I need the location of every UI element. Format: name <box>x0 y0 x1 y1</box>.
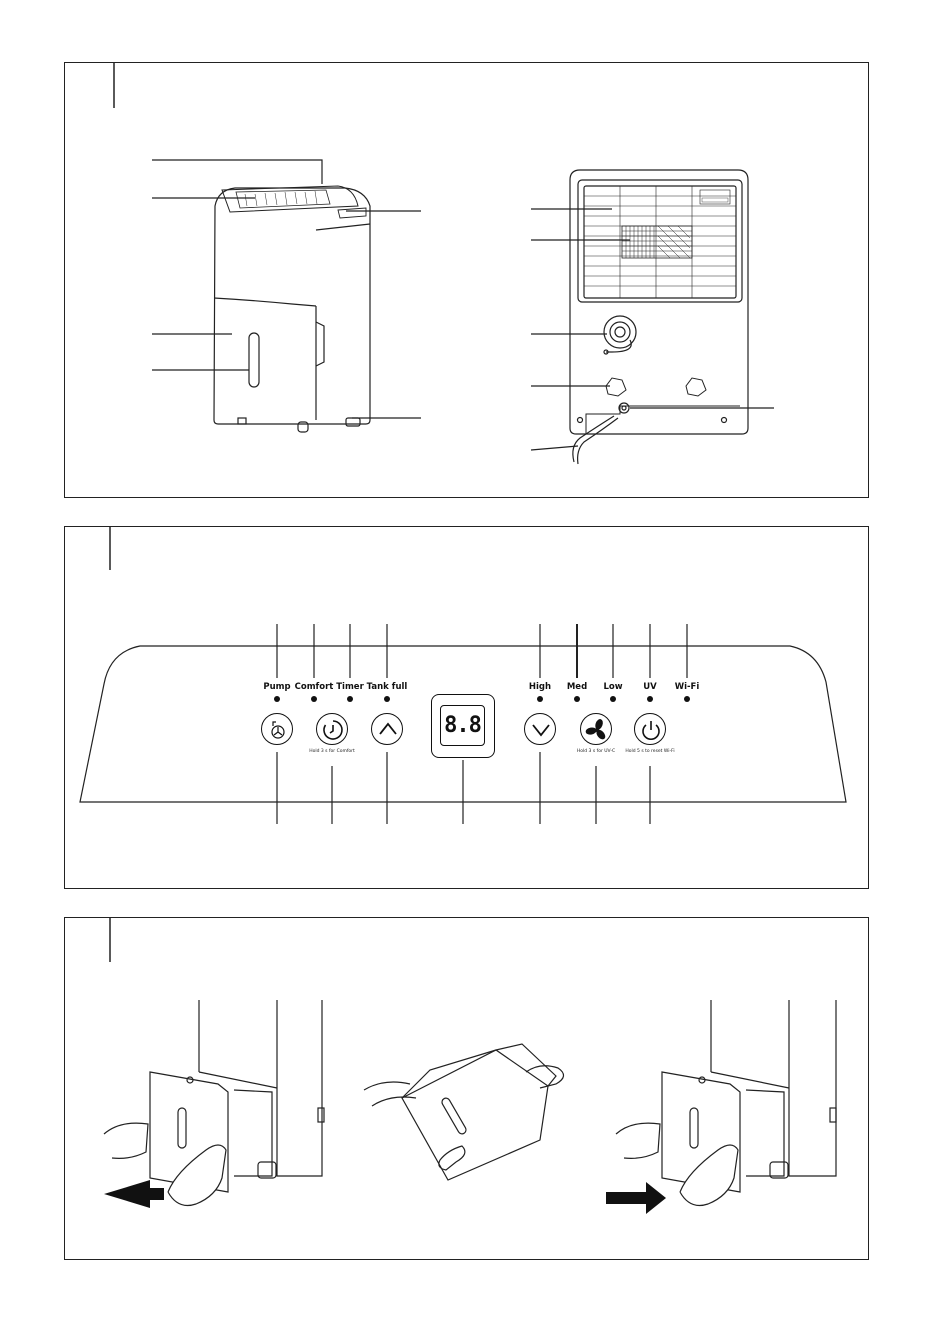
step-remove-tank <box>104 1000 324 1208</box>
step-empty-tank <box>364 1044 564 1180</box>
step-insert-tank <box>606 1000 836 1214</box>
